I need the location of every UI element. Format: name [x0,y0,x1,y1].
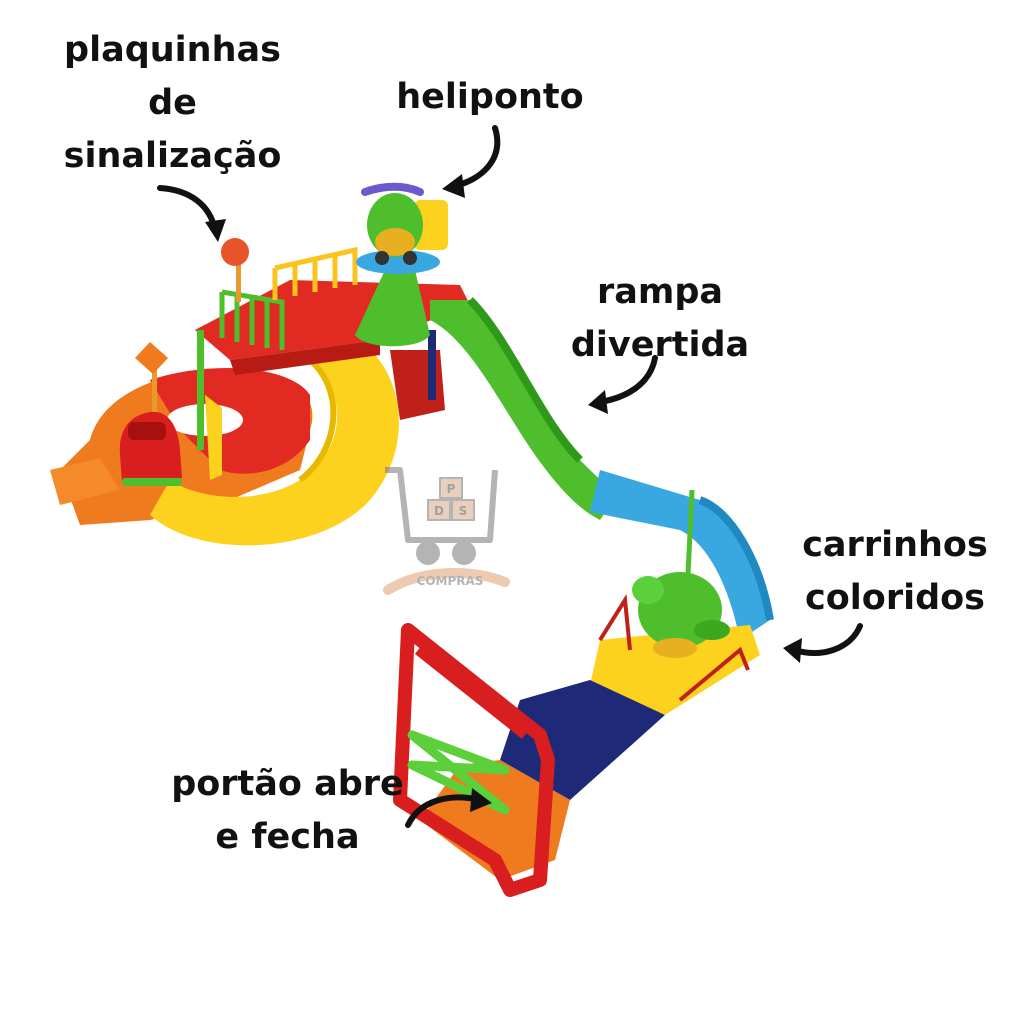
watermark-letter-d: D [434,504,444,518]
lower-landing [590,489,760,715]
left-loop-track [50,368,313,525]
watermark-letter-s: S [459,504,468,518]
callout-cars: carrinhos coloridos [795,519,995,625]
watermark-logo: P D S COMPRAS [383,467,510,595]
callout-ramp-line: divertida [570,325,750,365]
callout-signs-line: plaquinhas [64,30,281,70]
callout-cars-line: coloridos [804,578,986,618]
arrow-gate-icon [405,788,492,828]
arrow-signs-icon [157,185,226,242]
arrow-ramp-icon [588,355,658,414]
fun-ramp [430,297,774,640]
red-car [119,411,182,486]
callout-signs-line: de [148,83,197,123]
callout-ramp-line: rampa [596,272,724,312]
callout-signs: plaquinhas de sinalização [40,24,305,183]
helipad-tower [355,182,448,347]
callout-ramp: rampa divertida [560,266,760,372]
callout-signs-line: sinalização [63,136,282,176]
callout-helipad: heliponto [385,71,595,124]
yellow-curved-ramp [150,335,399,546]
callout-cars-line: carrinhos [802,525,988,565]
arrow-helipad-icon [442,125,501,198]
callout-gate-line: e fecha [215,817,360,857]
road-signs [135,238,249,480]
watermark-letter-p: P [447,482,456,496]
watermark-word: COMPRAS [417,574,484,588]
callout-gate-line: portão abre [171,764,404,804]
arrow-cars-icon [783,623,863,663]
callout-gate: portão abre e fecha [165,758,410,864]
callout-helipad-line: heliponto [396,77,584,117]
